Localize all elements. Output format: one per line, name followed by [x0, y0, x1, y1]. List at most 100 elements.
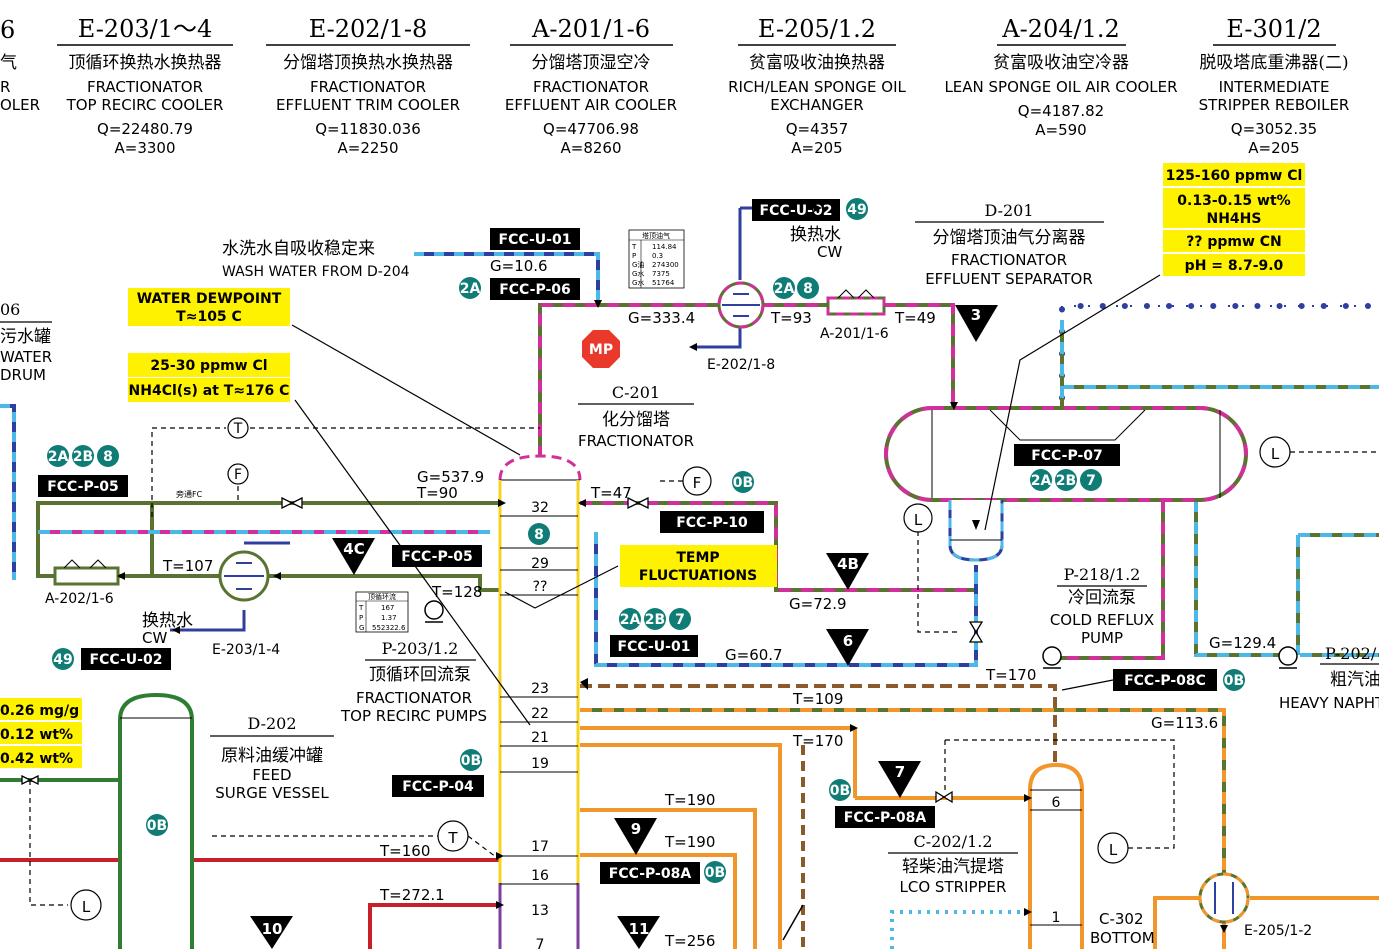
- a201-cn: 分馏塔顶湿空冷: [532, 53, 651, 73]
- mini2-r1v: 1.37: [381, 614, 397, 622]
- mp-stop-icon: MP: [582, 330, 620, 368]
- inst-l-lco: L: [1109, 841, 1118, 859]
- inst-t-feed: T: [447, 829, 458, 847]
- bypass-fc: 旁通FC: [176, 489, 203, 499]
- t-90: T=90: [416, 484, 458, 502]
- t-256: T=256: [664, 932, 715, 949]
- e203-cn: 顶循环换热水换热器: [69, 53, 222, 73]
- e203-q: Q=22480.79: [97, 120, 193, 138]
- circle-7-sep: 7: [1086, 473, 1096, 489]
- labels: 水洗水自吸收稳定来 WASH WATER FROM D-204 G=10.6 G…: [0, 201, 1379, 949]
- a204-a: A=590: [1035, 121, 1086, 139]
- p202-en: HEAVY NAPHT: [1279, 694, 1379, 712]
- tri-6: 6: [843, 632, 853, 650]
- circle-2a-4: 2A: [620, 612, 641, 628]
- tri-7: 7: [895, 763, 905, 781]
- t-47: T=47: [590, 484, 632, 502]
- e203-tag: E-203/1～4: [78, 15, 213, 43]
- mini-table-recirc: 顶循环流 T 167 P 1.37 G 552322.6: [355, 591, 409, 633]
- e202-en1: FRACTIONATOR: [310, 78, 426, 96]
- tri-4b: 4B: [837, 555, 859, 573]
- note-water-dewpoint: WATER DEWPOINT T≈105 C: [128, 288, 290, 326]
- header-a201: A-201/1-6 分馏塔顶湿空冷 FRACTIONATOR EFFLUENT …: [505, 15, 677, 157]
- lco-tray-6: 6: [1052, 795, 1061, 811]
- t-160: T=160: [379, 842, 430, 860]
- inst-l-boot: L: [914, 511, 923, 529]
- pump-p203: [424, 600, 444, 623]
- e203-a: A=3300: [114, 139, 175, 157]
- left-partial-en2: DRUM: [0, 366, 46, 384]
- g-113-6: G=113.6: [1151, 714, 1218, 732]
- note-feed-3: 0.42 wt%: [0, 751, 73, 767]
- g-129-4: G=129.4: [1209, 634, 1276, 652]
- a201-tag: A-201/1-6: [531, 15, 650, 43]
- t-49: T=49: [894, 309, 936, 327]
- tri-10: 10: [262, 920, 283, 938]
- d202-tag: D-202: [247, 714, 296, 733]
- mini1-r1k: P: [632, 252, 636, 260]
- t-190-a: T=190: [664, 791, 715, 809]
- feed-line-red2: [368, 903, 500, 949]
- sponge-oil-line-top: [1059, 303, 1379, 423]
- wash-water-line: [414, 252, 600, 302]
- e202-en2: EFFLUENT TRIM COOLER: [276, 96, 460, 114]
- e202-tag: E-202/1-8: [309, 15, 428, 43]
- p202-cn: 粗汽油: [1330, 670, 1379, 690]
- p202-tag: P-202/: [1325, 644, 1377, 663]
- header-e205: E-205/1.2 贫富吸收油换热器 RICH/LEAN SPONGE OIL …: [728, 15, 906, 157]
- a204-q: Q=4187.82: [1018, 102, 1104, 120]
- note-cl-1: 25-30 ppmw Cl: [150, 358, 267, 374]
- tag-p04: FCC-P-04: [402, 779, 474, 795]
- a204-cn: 贫富吸收油空冷器: [993, 53, 1129, 73]
- mini1-title: 塔顶油气: [642, 231, 670, 240]
- e205-tag: E-205/1.2: [758, 15, 876, 43]
- a201-q: Q=47706.98: [543, 120, 639, 138]
- circle-0b-1: 0B: [733, 475, 753, 491]
- e301-a: A=205: [1248, 139, 1299, 157]
- c202-tag: C-202/1.2: [913, 832, 992, 851]
- tag-p06: FCC-P-06: [499, 282, 571, 298]
- p218-en2: PUMP: [1081, 629, 1123, 647]
- header-e203: E-203/1～4 顶循环换热水换热器 FRACTIONATOR TOP REC…: [57, 15, 233, 157]
- instrument-bubbles: T F F L L L T L: [70, 417, 1291, 921]
- tag-p08a-low: FCC-P-08A: [609, 866, 692, 882]
- note-sep-4: ?? ppmw CN: [1186, 234, 1282, 250]
- black-tags: FCC-U-01 FCC-P-06 FCC-U-02 FCC-P-05 FCC-…: [38, 199, 1217, 884]
- note-temp-1: TEMP: [676, 550, 719, 566]
- mini2-r0k: T: [358, 604, 364, 612]
- mini-table-overhead: 塔顶油气 T 114.84 P 0.3 G油 274300 G水 7375 G水…: [628, 229, 685, 289]
- cw-e203: [170, 541, 290, 632]
- c302-bottom: BOTTOM: [1090, 929, 1155, 947]
- mini2-r0v: 167: [381, 604, 394, 612]
- header-partial-cn: 气: [0, 53, 17, 73]
- note-sep-1: 125-160 ppmw Cl: [1166, 168, 1303, 184]
- tray-7: 7: [536, 937, 545, 949]
- mp-label: MP: [589, 342, 613, 358]
- mini2-title: 顶循环流: [368, 592, 396, 601]
- header-partial-en1: R: [0, 78, 10, 96]
- fractionator-c201: 32 29 ?? 23 22 21 19 17 16 13 7: [498, 454, 582, 949]
- circle-8-top: 8: [803, 281, 813, 297]
- mini2-r2k: G: [359, 624, 364, 632]
- e205-label: E-205/1-2: [1244, 923, 1312, 939]
- a204-en1: LEAN SPONGE OIL AIR COOLER: [944, 78, 1177, 96]
- cw-top: CW: [817, 243, 842, 261]
- t-109: T=109: [792, 690, 843, 708]
- tray-17: 17: [531, 839, 549, 855]
- g-60-7: G=60.7: [725, 646, 783, 664]
- circle-49-left: 49: [53, 652, 72, 668]
- mini1-r2k: G油: [632, 260, 644, 269]
- c201-en: FRACTIONATOR: [578, 432, 694, 450]
- triangle-markers: 3 4C 4B 6 7 9 10 11: [250, 305, 998, 949]
- header-partial: 6 气 R OLER: [0, 16, 40, 114]
- tri-4c: 4C: [343, 540, 364, 558]
- circle-7-mid: 7: [675, 612, 685, 628]
- note-temp-2: FLUCTUATIONS: [639, 568, 757, 584]
- t-107: T=107: [162, 557, 213, 575]
- exchanger-e203: [218, 550, 270, 602]
- hrs-cn-top: 换热水: [790, 225, 841, 245]
- left-partial-tag: 06: [0, 300, 20, 319]
- a201-en2: EFFLUENT AIR COOLER: [505, 96, 677, 114]
- e202-a: A=2250: [337, 139, 398, 157]
- a202-label: A-202/1-6: [45, 591, 114, 607]
